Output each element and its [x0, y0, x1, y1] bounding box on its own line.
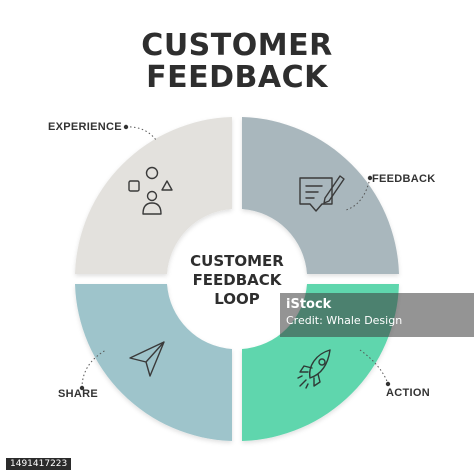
connector-feedback-dot [367, 175, 373, 181]
segment-feedback [242, 117, 399, 274]
label-share: SHARE [58, 388, 99, 400]
title-line-1: CUSTOMER [141, 28, 333, 63]
connector-experience [125, 126, 157, 141]
rocket-icon [297, 349, 331, 389]
label-action: ACTION [386, 387, 430, 399]
segment-experience [75, 117, 232, 274]
connector-share-dot [79, 385, 85, 391]
connector-action-dot [385, 381, 391, 387]
watermark-brand: iStock [286, 297, 332, 312]
watermark: iStock Credit: Whale Design [286, 297, 474, 327]
segment-share [75, 284, 232, 441]
paper-plane-icon [129, 341, 165, 377]
watermark-credit: Credit: Whale Design [286, 314, 403, 327]
label-experience: EXPERIENCE [48, 121, 122, 133]
feedback-form-pen-icon [299, 175, 345, 212]
center-line-3: LOOP [214, 290, 260, 308]
photo-id: 1491417223 [6, 458, 72, 470]
title-line-2: FEEDBACK [146, 60, 328, 95]
customer-options-icon [128, 166, 173, 215]
connector-share [81, 349, 107, 389]
center-line-2: FEEDBACK [192, 271, 282, 289]
center-line-1: CUSTOMER [190, 252, 284, 270]
connector-feedback [345, 177, 371, 211]
connector-experience-dot [123, 124, 129, 130]
connector-action [359, 349, 389, 385]
label-feedback: FEEDBACK [372, 173, 436, 185]
watermark-bar [280, 293, 474, 337]
